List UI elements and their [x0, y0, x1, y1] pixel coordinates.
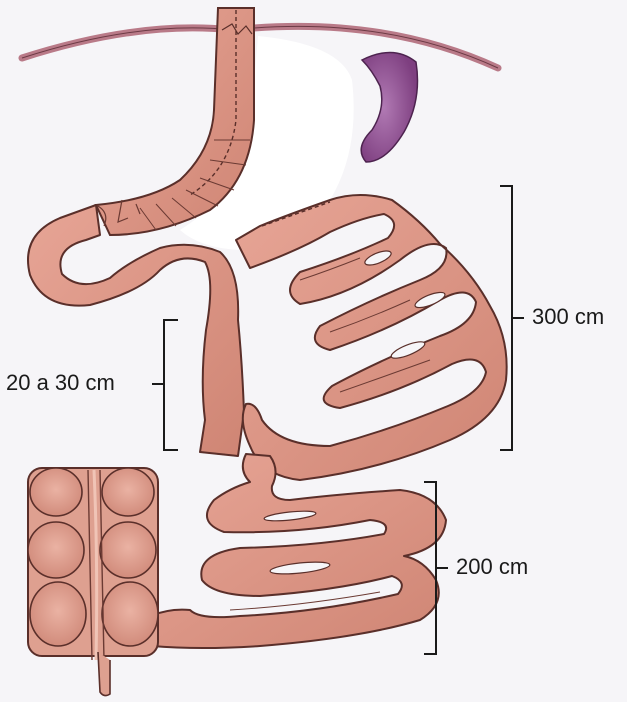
bracket-300cm [500, 186, 524, 450]
colon [28, 468, 158, 696]
bracket-20-30cm [152, 320, 178, 450]
label-alimentary-limb: 300 cm [532, 306, 604, 328]
spleen [361, 52, 417, 162]
alimentary-limb [236, 195, 507, 480]
common-channel [150, 454, 446, 648]
label-biliopancreatic-limb: 20 a 30 cm [6, 372, 115, 394]
label-common-channel: 200 cm [456, 556, 528, 578]
